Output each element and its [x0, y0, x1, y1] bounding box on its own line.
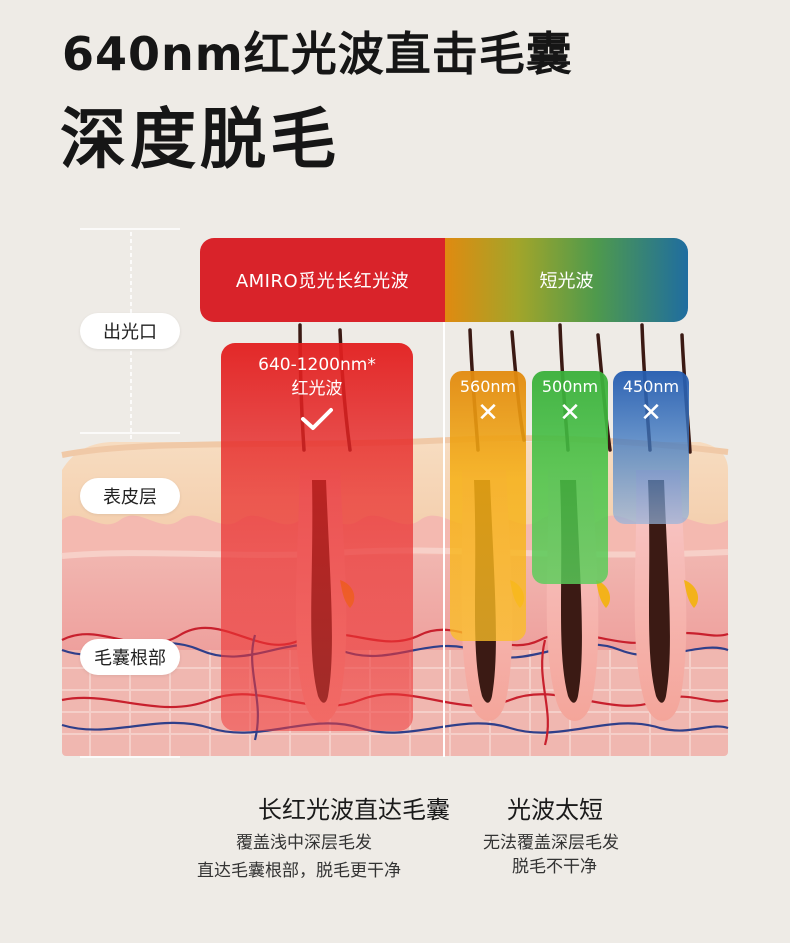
label-outlet: 出光口: [80, 313, 180, 349]
check-icon: [301, 408, 333, 430]
beam-560: 560nm ✕: [450, 371, 526, 641]
beam-450: 450nm ✕: [613, 371, 689, 524]
caption-red-line1: 覆盖浅中深层毛发: [236, 833, 372, 853]
beam-560-label: 560nm: [459, 377, 517, 396]
banner-red-light: AMIRO觅光长红光波: [200, 238, 445, 322]
beam-500: 500nm ✕: [532, 371, 608, 584]
title-line-1: 640nm红光波直击毛囊: [62, 27, 573, 81]
label-epidermis: 表皮层: [80, 478, 180, 514]
beam-450-label: 450nm: [622, 377, 680, 396]
red-light-name: 红光波: [291, 379, 343, 399]
cross-icon: ✕: [477, 398, 499, 428]
red-light-beam: 640-1200nm* 红光波: [221, 343, 413, 731]
red-light-range: 640-1200nm*: [258, 355, 376, 375]
cross-icon: ✕: [640, 398, 662, 428]
caption-short-heading: 光波太短: [507, 796, 603, 824]
title-line-2: 深度脱毛: [60, 101, 340, 178]
caption-red-heading: 长红光波直达毛囊: [258, 796, 450, 824]
cross-icon: ✕: [559, 398, 581, 428]
caption-short-line1: 无法覆盖深层毛发: [483, 833, 619, 853]
label-follicle-root: 毛囊根部: [80, 639, 180, 675]
banner-short-light: 短光波: [445, 238, 688, 322]
beam-500-label: 500nm: [541, 377, 599, 396]
caption-red-line2: 直达毛囊根部，脱毛更干净: [197, 861, 401, 881]
caption-short-line2: 脱毛不干净: [512, 857, 597, 877]
